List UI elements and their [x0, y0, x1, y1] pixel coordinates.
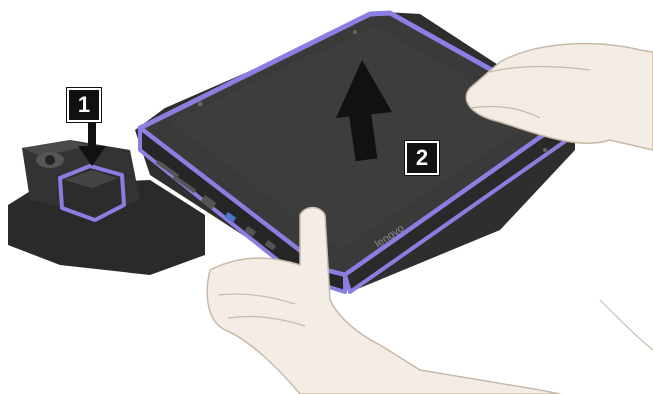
eject-button: [60, 166, 124, 220]
step-1-badge: 1: [67, 88, 101, 122]
step-2-badge: 2: [405, 141, 439, 175]
